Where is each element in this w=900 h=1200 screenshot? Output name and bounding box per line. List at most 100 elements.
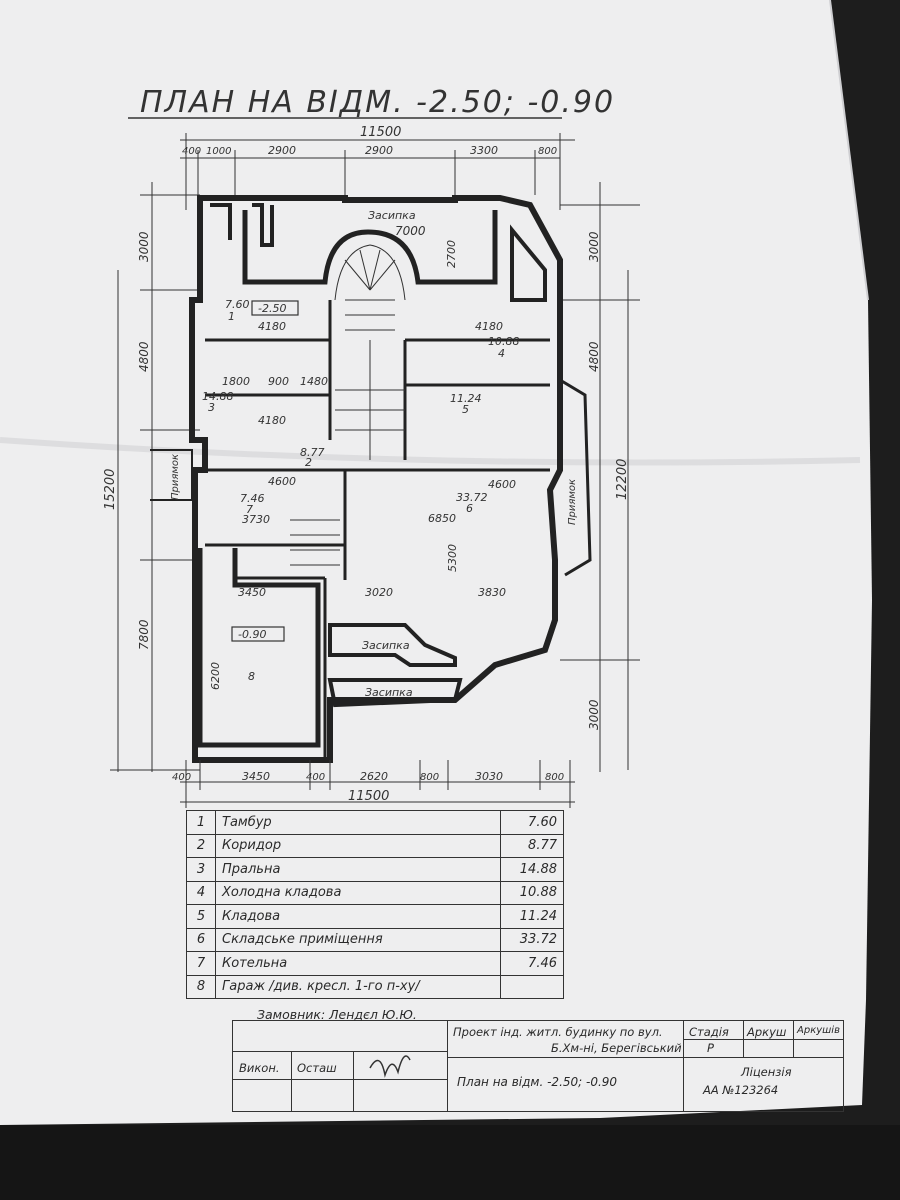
room-num: 8: [186, 974, 216, 999]
room-name: Холодна кладова: [215, 880, 501, 905]
project-description: Проект інд. житл. будинку по вул.: [453, 1025, 663, 1039]
stage-label: Стадія: [689, 1025, 729, 1039]
room-name: Тамбур: [215, 810, 501, 835]
room-2-area-label: 8.77: [300, 446, 325, 459]
left-dimension-chain: [110, 182, 200, 772]
room-area: [500, 974, 564, 999]
staircase-main: [334, 244, 406, 460]
room-1-area-label: 7.60: [225, 298, 250, 311]
bottom-dim-3: 400: [306, 772, 325, 783]
bottom-dim-5: 800: [420, 772, 439, 783]
top-dimension-chain: [180, 133, 575, 210]
bottom-dim-7: 800: [545, 772, 564, 783]
room-area: 7.60: [500, 810, 564, 835]
right-dim-1: 3000: [587, 231, 601, 262]
top-dim-3: 2900: [268, 144, 296, 157]
pit-label-left: Приямок: [170, 454, 181, 500]
dim-3020: 3020: [365, 586, 393, 599]
room-num: 2: [186, 833, 216, 858]
dim-5300: 5300: [446, 544, 459, 572]
top-total-dim: 11500: [360, 125, 401, 140]
stage-value: Р: [707, 1041, 714, 1055]
dim-6200: 6200: [209, 662, 222, 690]
top-wall-dim: 7000: [395, 224, 426, 238]
title-block: Замовник: Лендєл Ю.Ю. Викон. Осташ Проек…: [232, 1007, 844, 1112]
interior-partitions: [205, 300, 550, 760]
top-dim-5: 3300: [470, 144, 498, 157]
level-mark-upper: -2.50: [258, 302, 286, 315]
building-walls: [189, 195, 563, 763]
room-num: 6: [186, 927, 216, 952]
signature: [369, 1055, 411, 1078]
room-area: 11.24: [500, 904, 564, 929]
left-total-dim: 15200: [103, 469, 118, 510]
bottom-dim-4: 2620: [360, 770, 388, 783]
left-dim-2: 4800: [137, 341, 151, 372]
bottom-total-dim: 11500: [348, 789, 389, 804]
top-dim-4: 2900: [365, 144, 393, 157]
room-area: 14.88: [500, 857, 564, 882]
bottom-dim-6: 3030: [475, 770, 503, 783]
dim-room4-width: 4180: [475, 320, 503, 333]
room-4-area-label: 10.88: [488, 335, 520, 348]
dim-900: 900: [268, 375, 289, 388]
staircase-secondary: [290, 519, 340, 566]
room-6-num: 6: [466, 502, 473, 515]
room-num: 1: [186, 810, 216, 835]
drawing-title: План на відм. -2.50; -0.90: [457, 1075, 618, 1089]
backfill-label-3: Засипка: [365, 686, 413, 699]
bottom-dimension-chain: [180, 760, 575, 808]
bottom-dim-2: 3450: [242, 770, 270, 783]
room-name: Котельна: [215, 951, 501, 976]
license-number: АА №123264: [703, 1083, 779, 1097]
dim-1800: 1800: [222, 375, 250, 388]
room-7-area-label: 7.46: [240, 492, 265, 505]
dim-room1-width: 4180: [258, 320, 286, 333]
dim-1480: 1480: [300, 375, 328, 388]
room-7-num: 7: [246, 503, 253, 516]
left-dim-3: 7800: [137, 619, 151, 650]
room-1-num: 1: [228, 310, 235, 323]
room-4-num: 4: [498, 347, 505, 360]
dim-garage-width: 3450: [238, 586, 266, 599]
garage-walls: [197, 548, 321, 748]
room-3-num: 3: [208, 401, 215, 414]
room-area: 10.88: [500, 880, 564, 905]
room-area: 8.77: [500, 833, 564, 858]
top-dim-1: 400: [182, 146, 201, 157]
room-area: 33.72: [500, 927, 564, 952]
customer: Замовник: Лендєл Ю.Ю.: [257, 1007, 417, 1022]
executor-label: Викон.: [239, 1061, 280, 1075]
room-5-num: 5: [462, 403, 469, 416]
level-mark-garage: -0.90: [238, 628, 266, 641]
pit-label-right: Приямок: [567, 479, 578, 525]
project-street: Б.Хм-ні, Берегівський: [551, 1041, 682, 1055]
dim-4600-left: 4600: [268, 475, 296, 488]
top-dim-6: 800: [538, 146, 557, 157]
dim-6850: 6850: [428, 512, 456, 525]
room-6-area-label: 33.72: [456, 491, 488, 504]
left-dim-1: 3000: [137, 231, 151, 262]
room-2-num: 2: [305, 456, 312, 469]
backfill-top-outline: [242, 210, 498, 285]
room-name: Гараж /див. кресл. 1-го п-ху/: [215, 974, 501, 999]
room-num: 7: [186, 951, 216, 976]
backfill-label-top: Засипка: [368, 209, 416, 222]
dim-4600-right: 4600: [488, 478, 516, 491]
room-name: Пральна: [215, 857, 501, 882]
dim-3830: 3830: [478, 586, 506, 599]
dim-3730: 3730: [242, 513, 270, 526]
dim-room3-width: 4180: [258, 414, 286, 427]
right-total-dim: 12200: [615, 459, 630, 500]
room-num: 5: [186, 904, 216, 929]
sheets-label: Аркушів: [797, 1025, 840, 1036]
room-num: 4: [186, 880, 216, 905]
room-3-area-label: 14.88: [202, 390, 234, 403]
